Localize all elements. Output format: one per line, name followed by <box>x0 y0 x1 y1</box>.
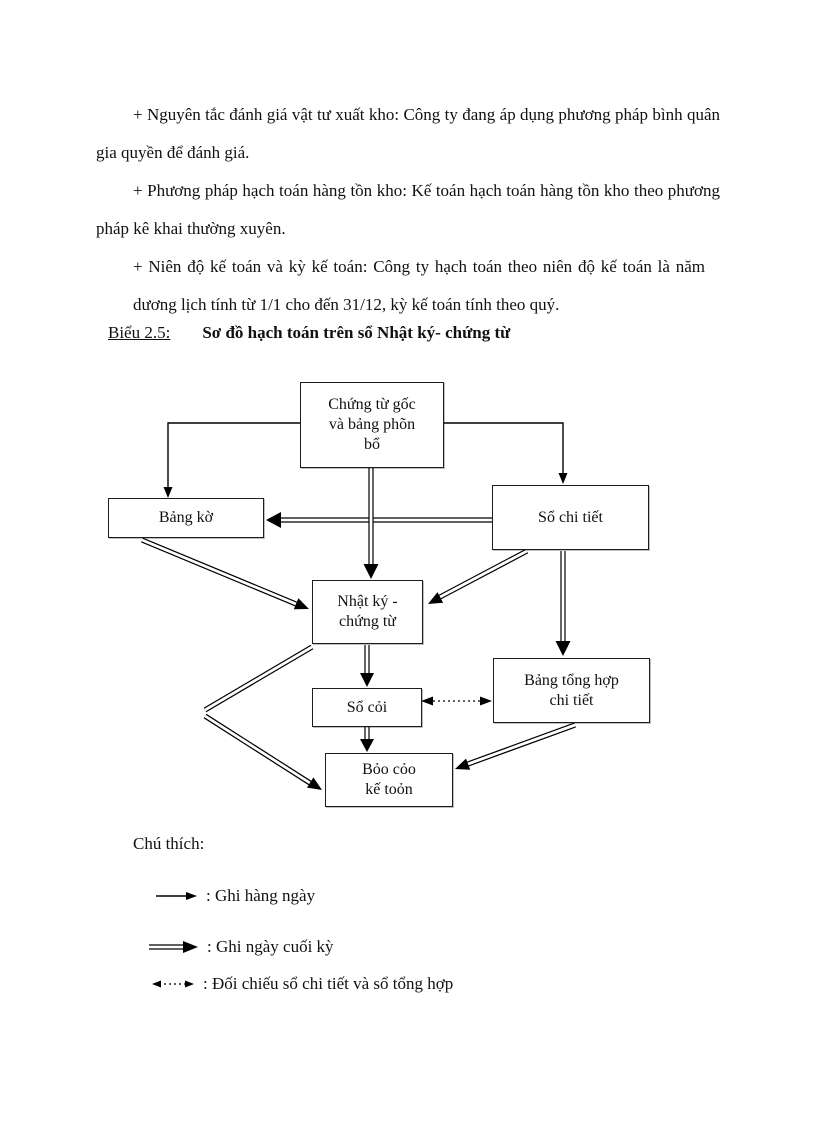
paragraph-inventory-method: + Phương pháp hạch toán hàng tồn kho: Kế… <box>96 181 720 238</box>
legend-item-period-end-label: : Ghi ngày cuối kỳ <box>207 937 334 956</box>
edge-chungtu-to-nhatky <box>363 468 379 579</box>
edge-socai-bangtonghop-reconcile <box>421 696 492 706</box>
paragraph-valuation-principle: + Nguyên tắc đánh giá vật tư xuất kho: C… <box>96 105 720 162</box>
box-bang-ke: Bảng kờ <box>108 498 264 538</box>
box-source-documents: Chứng từ gốc và bảng phõn bổ <box>300 382 444 468</box>
single-arrow-icon <box>156 892 197 900</box>
flowchart-diagram: Chứng từ gốc và bảng phõn bổ Bảng kờ Sổ … <box>0 370 816 820</box>
edge-sochitiet-to-bangtonghop <box>555 551 571 656</box>
paragraph-fiscal-year: + Niên độ kế toán và kỳ kế toán: Công ty… <box>133 257 705 314</box>
edge-bangke-to-nhatky <box>141 537 309 610</box>
edge-nhatky-to-socai <box>360 645 374 687</box>
box-bao-cao-ke-toan: Bỏo cỏo kế toỏn <box>325 753 453 807</box>
legend-item-reconcile: : Đối chiếu sổ chi tiết và sổ tổng hợp <box>150 973 453 995</box>
edge-chungtu-to-sochitiet <box>444 422 568 484</box>
edge-nhatky-to-baocao <box>203 644 322 790</box>
figure-caption-title: Sơ đồ hạch toán trên sổ Nhật ký- chứng t… <box>202 323 511 342</box>
box-bang-tong-hop: Bảng tổng hợp chi tiết <box>493 658 650 723</box>
legend-item-period-end: : Ghi ngày cuối kỳ <box>148 936 334 958</box>
body-text: + Nguyên tắc đánh giá vật tư xuất kho: C… <box>96 96 720 324</box>
double-arrow-icon <box>149 941 198 953</box>
legend-item-daily-label: : Ghi hàng ngày <box>206 886 316 905</box>
box-nhat-ky-chung-tu: Nhật ký - chứng từ <box>312 580 423 644</box>
figure-caption-label: Biểu 2.5: <box>108 323 171 342</box>
edge-sochitiet-to-bangke <box>266 512 492 528</box>
edge-socai-to-baocao <box>360 727 374 752</box>
edge-chungtu-to-bangke <box>163 422 300 498</box>
figure-caption: Biểu 2.5: Sơ đồ hạch toán trên sổ Nhật ký… <box>108 318 748 348</box>
legend-heading: Chú thích: <box>133 834 205 853</box>
legend-item-daily: : Ghi hàng ngày <box>155 885 315 907</box>
edge-sochitiet-to-nhatky <box>428 548 529 604</box>
edge-bangtonghop-to-baocao <box>455 722 576 770</box>
legend-item-reconcile-label: : Đối chiếu sổ chi tiết và sổ tổng hợp <box>203 974 454 993</box>
dashed-two-headed-arrow-icon <box>152 980 194 988</box>
flowchart-arrows <box>141 422 576 790</box>
box-so-cai: Sổ cỏi <box>312 688 422 727</box>
box-so-chi-tiet: Sổ chi tiết <box>492 485 649 550</box>
